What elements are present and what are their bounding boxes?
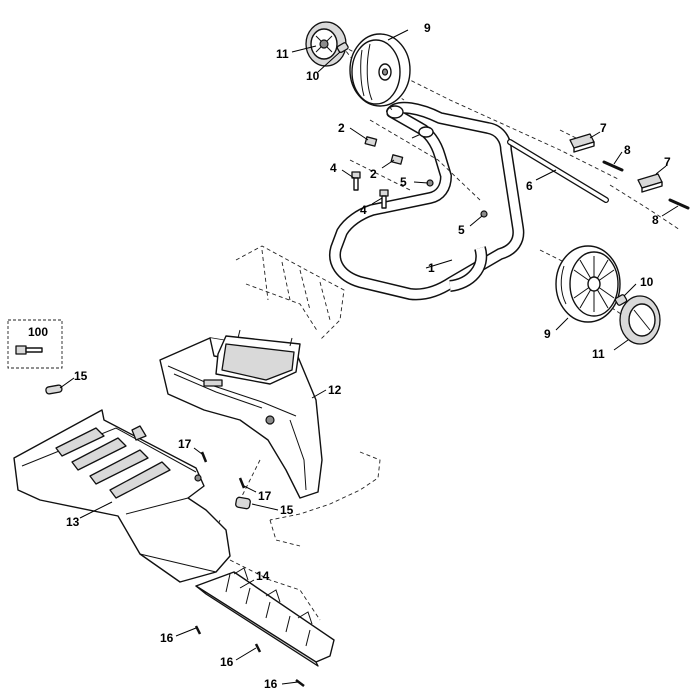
deflector-cover-part (13, 409, 231, 583)
chute-housing-part (159, 329, 323, 499)
callout-15a: 15 (74, 369, 88, 383)
callout-labels: 1 2 2 4 4 5 5 6 7 7 8 8 9 9 10 10 11 11 … (28, 21, 671, 691)
callout-7a: 7 (600, 121, 607, 135)
callout-7b: 7 (664, 155, 671, 169)
callout-11a: 11 (276, 47, 289, 61)
callout-100: 100 (28, 325, 48, 339)
callout-17b: 17 (258, 489, 272, 503)
grille-bar-part (195, 567, 335, 667)
screw-16a-part (194, 625, 202, 635)
clip-bottom-part (614, 294, 628, 306)
callout-2a: 2 (338, 121, 345, 135)
callout-10a: 10 (306, 69, 320, 83)
callout-4a: 4 (330, 161, 337, 175)
hub-cap-bottom-part (619, 295, 661, 345)
callout-15b: 15 (280, 503, 294, 517)
hub-cap-top-part (305, 21, 347, 67)
callout-17a: 17 (178, 437, 192, 451)
callout-5a: 5 (400, 175, 407, 189)
callout-2b: 2 (370, 167, 377, 181)
bolt-4b-part (379, 189, 389, 209)
clip-top-part (336, 42, 349, 54)
callout-8b: 8 (652, 213, 659, 227)
callout-1: 1 (428, 261, 435, 275)
callout-16b: 16 (220, 655, 234, 669)
callout-16a: 16 (160, 631, 174, 645)
bracket-7b-part (637, 173, 663, 193)
nut-5b-part (480, 210, 488, 218)
axle-part (507, 139, 609, 203)
callout-11b: 11 (592, 347, 605, 361)
callout-9a: 9 (424, 21, 431, 35)
callout-10b: 10 (640, 275, 654, 289)
callout-9b: 9 (544, 327, 551, 341)
rear-wheel-top-part (349, 33, 411, 107)
bolt-4a-part (351, 171, 361, 191)
callout-16c: 16 (264, 677, 278, 691)
screw-17a-part (200, 451, 208, 463)
callout-4b: 4 (360, 203, 367, 217)
pin-8b-part (668, 198, 690, 210)
callout-13: 13 (66, 515, 80, 529)
spacer-2a-part (364, 136, 378, 147)
plug-15b-part (235, 496, 251, 510)
callout-6: 6 (526, 179, 533, 193)
spacer-2b-part (390, 154, 404, 165)
screw-17b-part (238, 477, 246, 489)
leader-lines (59, 29, 679, 685)
callout-8a: 8 (624, 143, 631, 157)
rear-wheel-bottom-part (555, 245, 621, 323)
handle-frame-part (329, 101, 525, 301)
callout-5b: 5 (458, 223, 465, 237)
screw-16b-part (254, 643, 262, 653)
pin-8a-part (602, 160, 624, 172)
screw-16c-part (295, 679, 305, 687)
callout-12: 12 (328, 383, 342, 397)
plug-15a-part (45, 384, 63, 395)
bracket-7a-part (569, 133, 595, 153)
part-100-box (7, 319, 63, 369)
callout-14: 14 (256, 569, 270, 583)
